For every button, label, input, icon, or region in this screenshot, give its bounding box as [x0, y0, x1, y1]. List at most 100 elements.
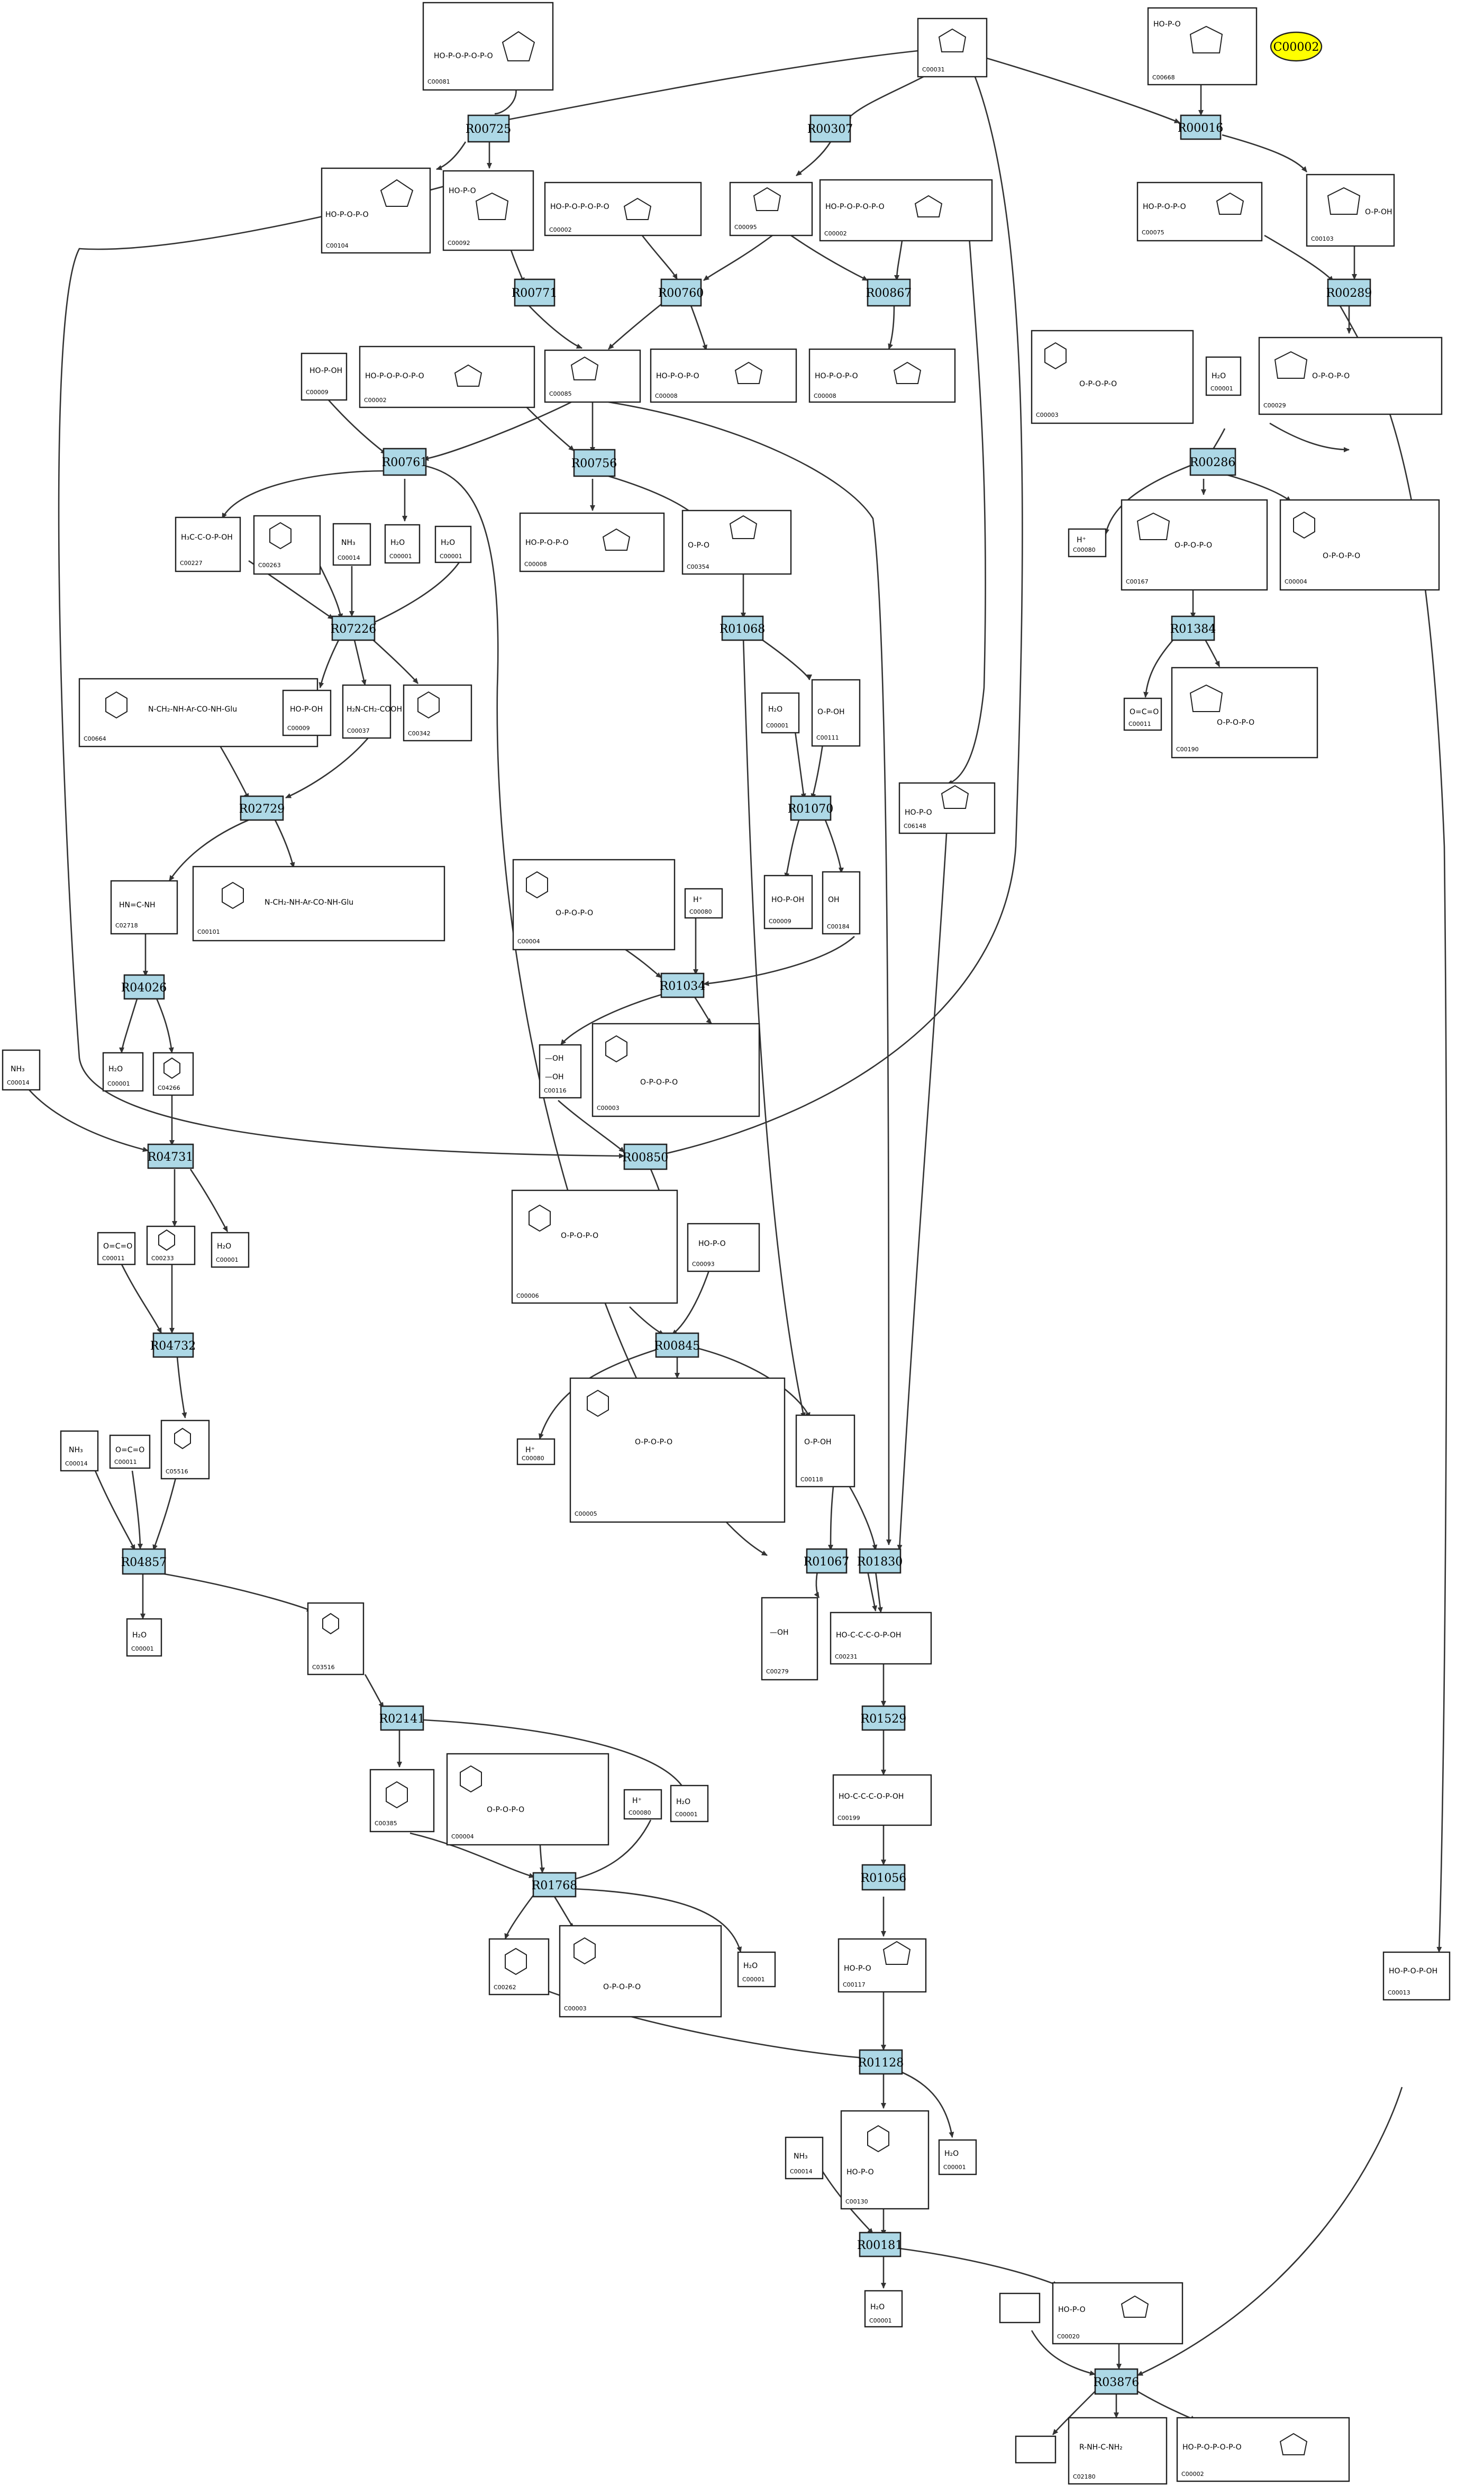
compound-blank[interactable]	[1015, 2435, 1057, 2464]
compound-C00005[interactable]: O-P-O-P-O C00005	[569, 1377, 786, 1523]
reaction-R01384[interactable]: R01384	[1170, 615, 1216, 641]
compound-C00092[interactable]: HO-P-O C00092	[442, 170, 534, 251]
compound-C00002[interactable]: HO-P-O-P-O-P-O C00002	[544, 181, 702, 236]
compound-C06148[interactable]: HO-P-O C06148	[898, 782, 996, 834]
compound-C00014[interactable]: NH₃ C00014	[2, 1049, 41, 1091]
compound-C00104[interactable]: HO-P-O-P-O C00104	[321, 167, 431, 254]
reaction-R00016[interactable]: R00016	[1178, 114, 1224, 140]
compound-C00116[interactable]: —OH—OH C00116	[539, 1044, 582, 1099]
compound-C00167[interactable]: O-P-O-P-O C00167	[1121, 499, 1268, 591]
compound-C00001[interactable]: H₂O C00001	[761, 692, 800, 734]
compound-C00009[interactable]: HO-P-OH C00009	[763, 875, 813, 930]
reaction-R00761[interactable]: R00761	[382, 448, 428, 476]
compound-C00130[interactable]: HO-P-O C00130	[840, 2110, 930, 2210]
compound-C00668[interactable]: HO-P-O C00668	[1147, 7, 1258, 86]
compound-C00233[interactable]: C00233	[146, 1225, 196, 1265]
compound-C00227[interactable]: H₃C-C-O-P-OH C00227	[175, 516, 241, 572]
reaction-R02729[interactable]: R02729	[239, 795, 285, 821]
reaction-R03876[interactable]: R03876	[1094, 2368, 1140, 2395]
reaction-R01056[interactable]: R01056	[861, 1864, 907, 1891]
reaction-R01529[interactable]: R01529	[861, 1705, 907, 1731]
reaction-R00850[interactable]: R00850	[623, 1143, 669, 1170]
compound-C00002[interactable]: HO-P-O-P-O-P-O C00002	[819, 179, 993, 242]
compound-C00031[interactable]: C00031	[917, 17, 988, 78]
reaction-R00845[interactable]: R00845	[654, 1332, 700, 1358]
compound-C00080[interactable]: H⁺ C00080	[623, 1789, 662, 1820]
compound-C05516[interactable]: C05516	[160, 1419, 210, 1480]
compound-C00103[interactable]: O-P-OH C00103	[1306, 174, 1395, 247]
compound-C00001[interactable]: H₂O C00001	[737, 1951, 776, 1988]
compound-C00385[interactable]: C00385	[369, 1769, 435, 1833]
reaction-R01070[interactable]: R01070	[788, 795, 834, 821]
reaction-R00867[interactable]: R00867	[866, 278, 912, 307]
reaction-R01768[interactable]: R01768	[532, 1872, 578, 1898]
compound-C00118[interactable]: O-P-OH C00118	[795, 1414, 855, 1488]
compound-C00003[interactable]: O-P-O-P-O C00003	[1031, 330, 1194, 424]
compound-C00117[interactable]: HO-P-O C00117	[837, 1938, 927, 1993]
compound-C00095[interactable]: C00095	[729, 181, 813, 236]
compound-C00262[interactable]: C00262	[488, 1938, 550, 1996]
compound-C00004[interactable]: O-P-O-P-O C00004	[1279, 499, 1440, 591]
reaction-R00289[interactable]: R00289	[1326, 278, 1372, 307]
compound-C00231[interactable]: HO-C-C-C-O-P-OH C00231	[830, 1611, 932, 1665]
compound-C00199[interactable]: HO-C-C-C-O-P-OH C00199	[832, 1774, 932, 1826]
compound-C00184[interactable]: OH C00184	[822, 871, 861, 935]
compound-C00011[interactable]: O=C=O C00011	[97, 1232, 136, 1265]
highlight-node-C00002[interactable]: C00002	[1270, 31, 1323, 62]
compound-C00003[interactable]: O-P-O-P-O C00003	[591, 1023, 760, 1117]
compound-C00664[interactable]: N-CH₂-NH-Ar-CO-NH-Glu C00664	[78, 678, 318, 748]
compound-C00001[interactable]: H₂O C00001	[1205, 356, 1242, 396]
compound-C00014[interactable]: NH₃ C00014	[332, 523, 371, 566]
reaction-R04857[interactable]: R04857	[121, 1548, 167, 1575]
compound-C00075[interactable]: HO-P-O-P-O C00075	[1136, 181, 1263, 242]
reaction-R00286[interactable]: R00286	[1189, 448, 1236, 476]
compound-C00037[interactable]: H₂N-CH₂-COOH C00037	[342, 684, 402, 739]
reaction-R01128[interactable]: R01128	[858, 2049, 904, 2075]
reaction-R00760[interactable]: R00760	[658, 278, 704, 307]
compound-blank[interactable]	[999, 2292, 1041, 2324]
reaction-R04731[interactable]: R04731	[147, 1143, 194, 1169]
reaction-R04026[interactable]: R04026	[121, 974, 167, 1000]
compound-C00029[interactable]: O-P-O-P-O C00029	[1258, 336, 1443, 415]
compound-C03516[interactable]: C03516	[307, 1602, 365, 1675]
compound-C00001[interactable]: H₂O C00001	[211, 1232, 250, 1268]
compound-C04266[interactable]: C04266	[152, 1052, 194, 1096]
compound-C00002[interactable]: HO-P-O-P-O-P-O C00002	[1176, 2417, 1350, 2482]
compound-C00001[interactable]: H₂O C00001	[126, 1618, 162, 1657]
compound-C00001[interactable]: H₂O C00001	[864, 2290, 903, 2328]
compound-C00014[interactable]: NH₃ C00014	[785, 2136, 824, 2180]
compound-C02718[interactable]: HN=C-NH C02718	[110, 880, 178, 935]
reaction-R01830[interactable]: R01830	[857, 1548, 903, 1574]
compound-C00354[interactable]: O-P-O C00354	[681, 509, 792, 575]
compound-C00006[interactable]: O-P-O-P-O C00006	[511, 1189, 678, 1304]
reaction-R00181[interactable]: R00181	[857, 2232, 903, 2257]
reaction-R00725[interactable]: R00725	[466, 114, 512, 143]
reaction-R00307[interactable]: R00307	[807, 114, 853, 143]
compound-C00008[interactable]: HO-P-O-P-O C00008	[519, 512, 665, 572]
compound-C00009[interactable]: HO-P-OH C00009	[282, 689, 332, 736]
compound-C00004[interactable]: O-P-O-P-O C00004	[446, 1753, 609, 1846]
compound-C00001[interactable]: H₂O C00001	[434, 525, 472, 563]
compound-C00001[interactable]: H₂O C00001	[384, 524, 421, 564]
compound-C00080[interactable]: H⁺ C00080	[1068, 528, 1107, 558]
reaction-R01067[interactable]: R01067	[804, 1548, 850, 1574]
compound-C00080[interactable]: H⁺ C00080	[516, 1438, 556, 1465]
reaction-R02141[interactable]: R02141	[379, 1705, 425, 1731]
compound-C00009[interactable]: HO-P-OH C00009	[301, 352, 348, 401]
reaction-R04732[interactable]: R04732	[150, 1332, 196, 1358]
compound-C00011[interactable]: O=C=O C00011	[109, 1434, 151, 1469]
reaction-R01034[interactable]: R01034	[660, 972, 706, 998]
compound-C00004[interactable]: O-P-O-P-O C00004	[512, 859, 676, 951]
compound-C00020[interactable]: HO-P-O C00020	[1052, 2282, 1183, 2345]
compound-C00093[interactable]: HO-P-O C00093	[687, 1223, 760, 1272]
compound-C00013[interactable]: HO-P-O-P-OH C00013	[1382, 1951, 1451, 2001]
compound-C00008[interactable]: HO-P-O-P-O C00008	[650, 348, 797, 403]
compound-C00001[interactable]: H₂O C00001	[670, 1784, 709, 1823]
reaction-R01068[interactable]: R01068	[720, 615, 766, 641]
reaction-R07226[interactable]: R07226	[331, 615, 377, 641]
compound-C00002[interactable]: HO-P-O-P-O-P-O C00002	[359, 345, 535, 408]
reaction-R00756[interactable]: R00756	[571, 449, 617, 477]
compound-C02180[interactable]: R-NH-C-NH₂ C02180	[1068, 2417, 1168, 2485]
compound-C00085[interactable]: C00085	[544, 349, 641, 403]
compound-C00190[interactable]: O-P-O-P-O C00190	[1171, 667, 1318, 759]
